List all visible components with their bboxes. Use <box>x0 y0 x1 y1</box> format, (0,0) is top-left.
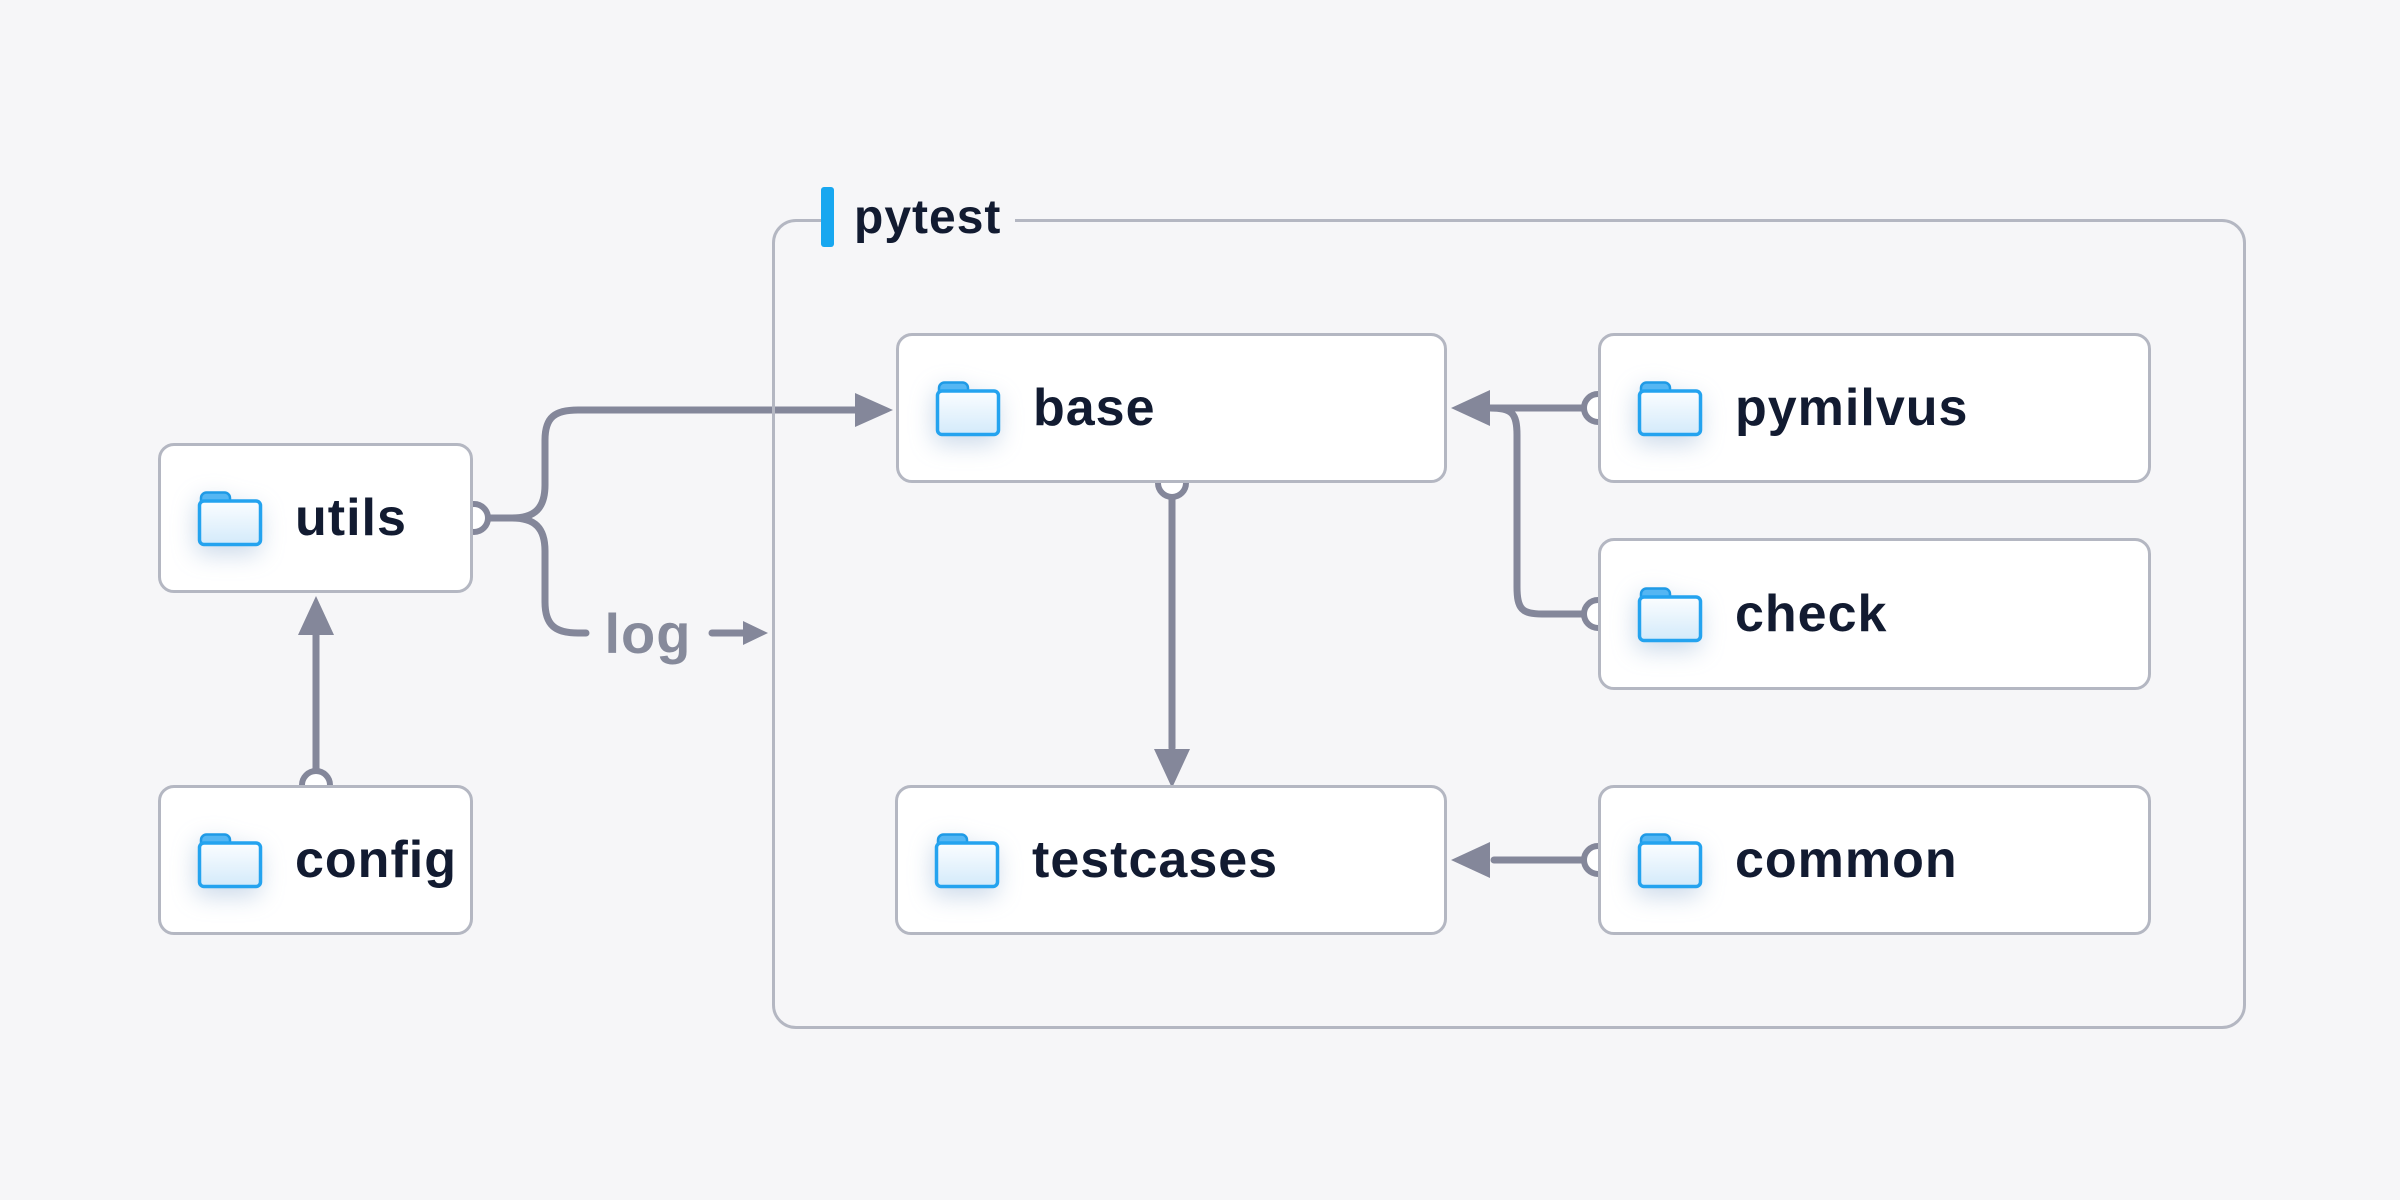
node-label: utils <box>295 489 407 547</box>
node-label: common <box>1735 831 1958 889</box>
node-common: common <box>1598 785 2151 935</box>
folder-icon <box>1637 833 1703 889</box>
folder-icon <box>935 381 1001 437</box>
node-label: testcases <box>1032 831 1279 889</box>
folder-icon <box>197 833 263 889</box>
pytest-label-text: pytest <box>854 190 1002 244</box>
node-label: config <box>295 831 457 889</box>
edge-config-utils <box>298 596 334 802</box>
node-base: base <box>896 333 1447 483</box>
node-label: base <box>1033 379 1156 437</box>
node-utils: utils <box>158 443 473 593</box>
edge-label-log: log <box>604 602 692 665</box>
pytest-container: pytest <box>772 185 2246 1029</box>
folder-icon <box>197 491 263 547</box>
node-label: pymilvus <box>1735 379 1969 437</box>
node-pymilvus: pymilvus <box>1598 333 2151 483</box>
accent-bar-icon <box>821 187 834 247</box>
node-config: config <box>158 785 473 935</box>
pytest-label: pytest <box>821 185 1016 249</box>
node-label: check <box>1735 585 1888 643</box>
folder-icon <box>934 833 1000 889</box>
node-check: check <box>1598 538 2151 690</box>
node-testcases: testcases <box>895 785 1447 935</box>
folder-icon <box>1637 381 1703 437</box>
folder-icon <box>1637 587 1703 643</box>
